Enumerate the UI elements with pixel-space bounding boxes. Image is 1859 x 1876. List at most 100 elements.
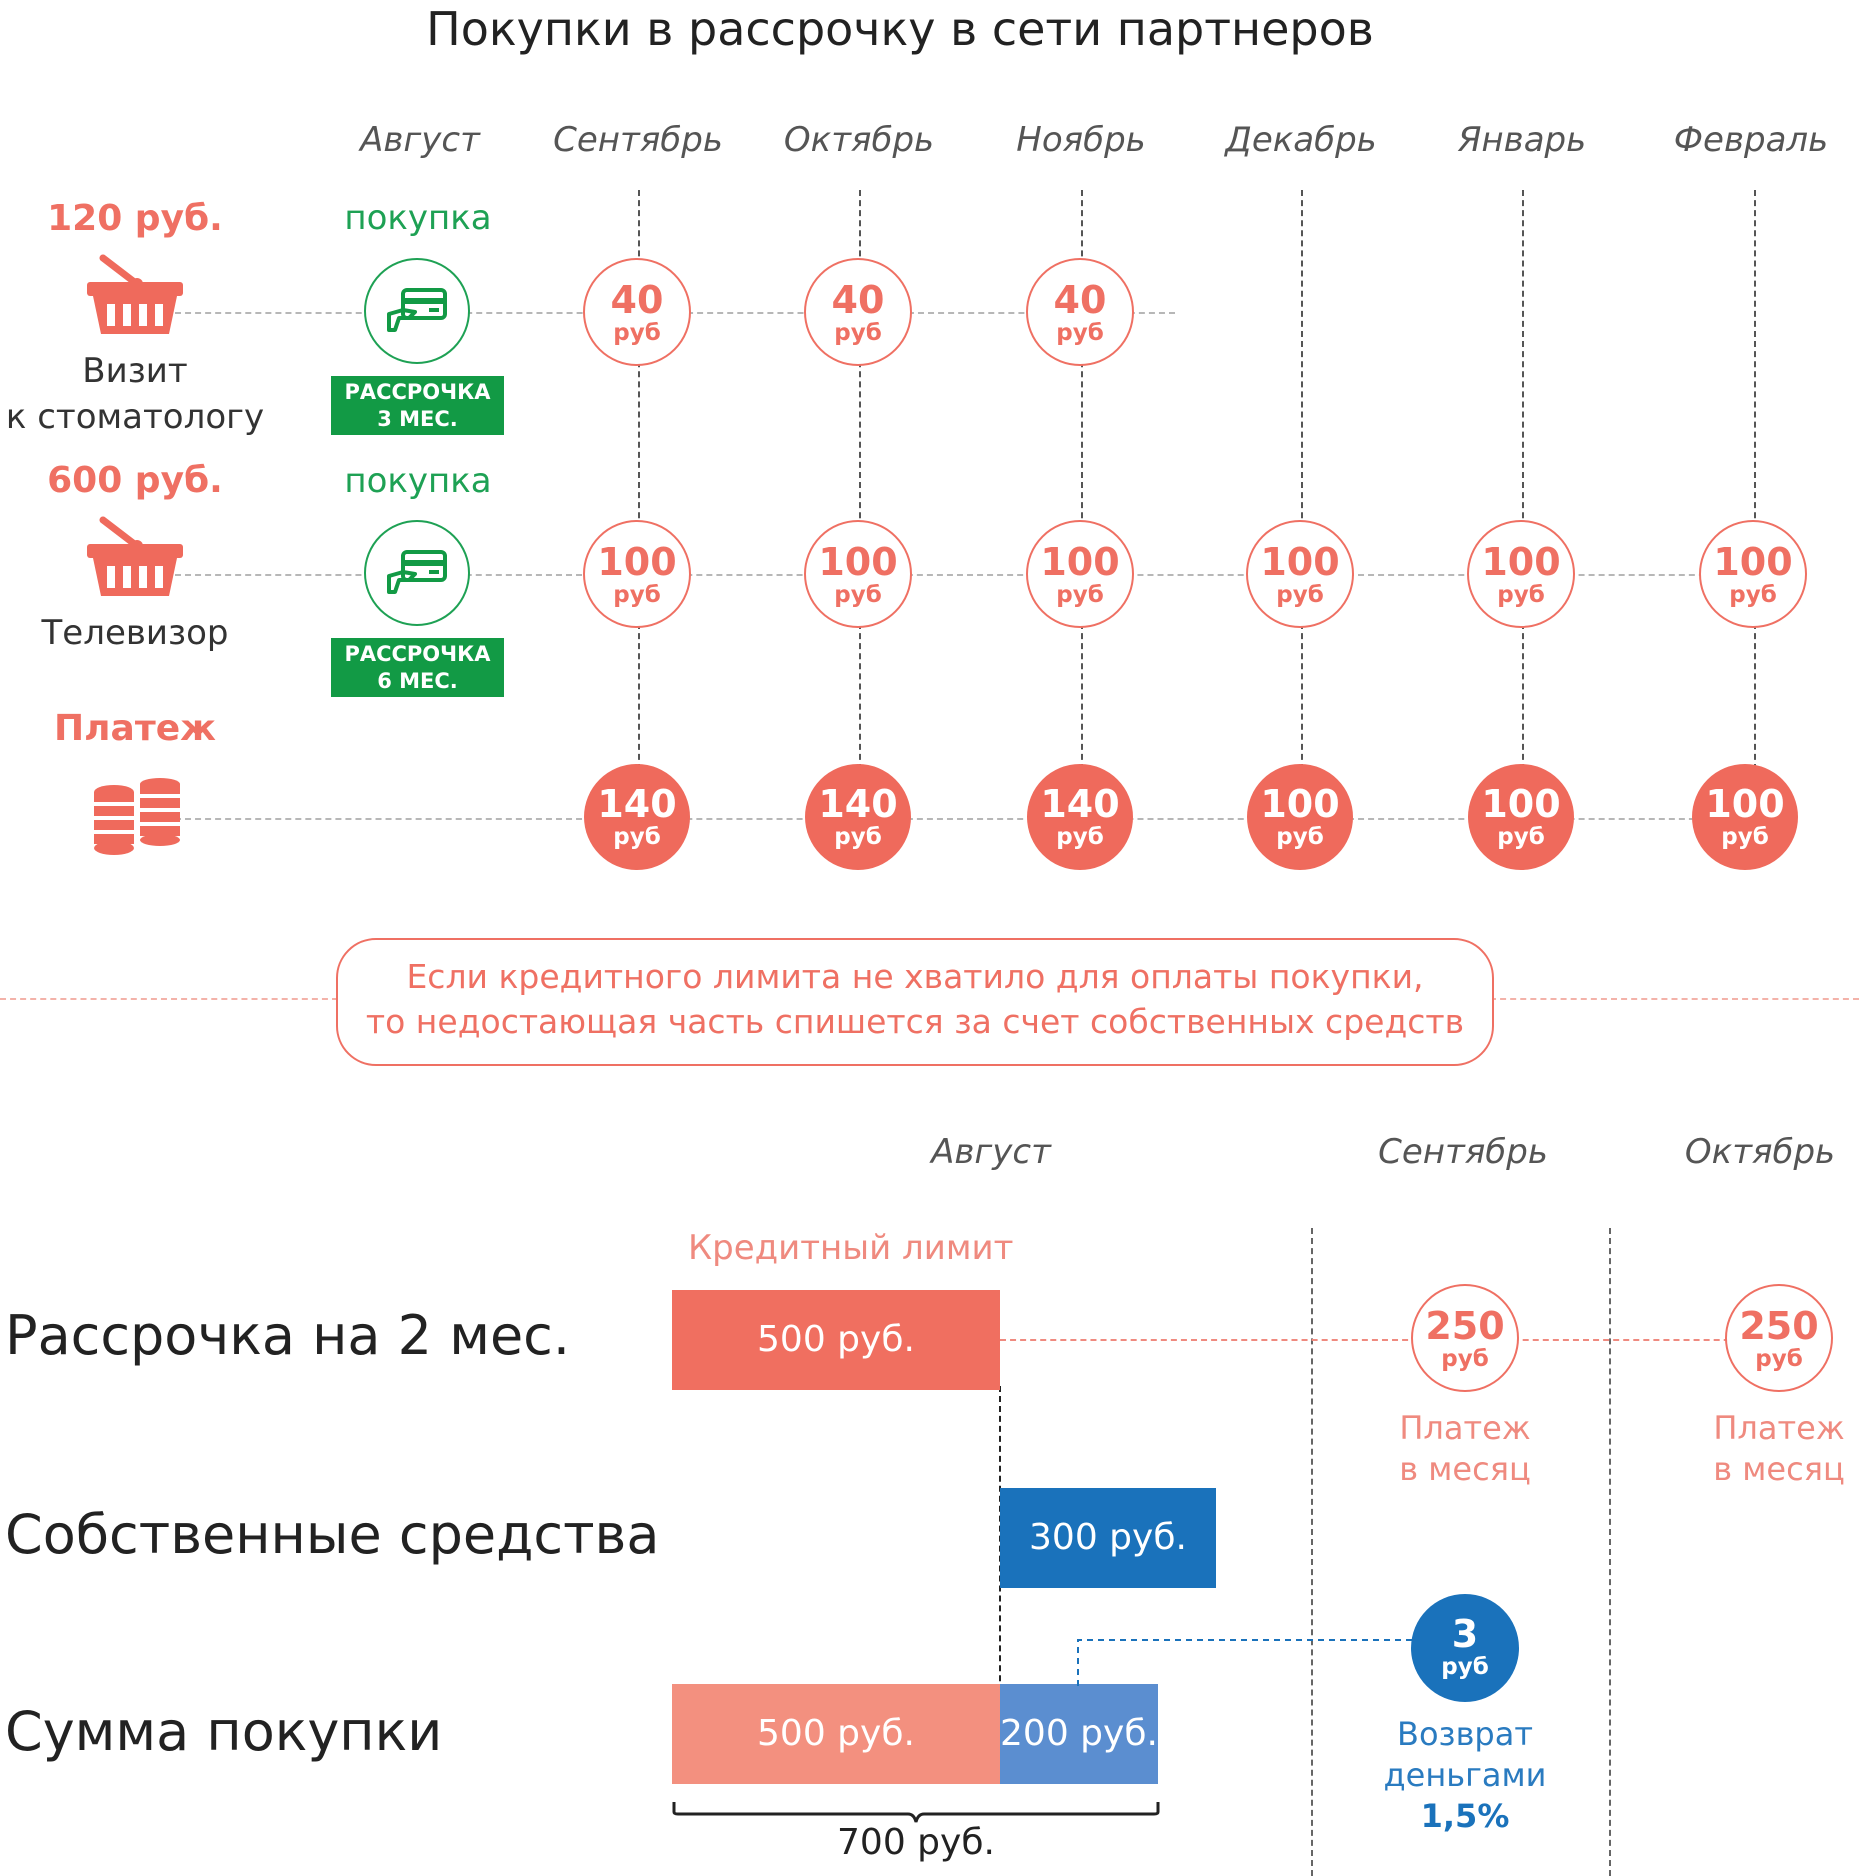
row-guide-payment [175, 818, 1735, 820]
row-label-purchase-sum: Сумма покупки [5, 1700, 443, 1763]
credit-limit-note: Если кредитного лимита не хватило для оп… [336, 938, 1494, 1066]
installment-bar-label: 500 руб. [757, 1319, 915, 1360]
dentist-payment-oct: 40 руб [804, 258, 912, 366]
cashback-caption-line2: деньгами [1383, 1756, 1547, 1794]
row-label-installment: Рассрочка на 2 мес. [5, 1304, 571, 1367]
tv-payment-nov: 100 руб [1026, 520, 1134, 628]
month-header-january: Январь [1457, 120, 1587, 160]
payment-value: 140 [1040, 782, 1120, 826]
payment-value: 100 [1481, 782, 1561, 826]
col-guide-feb [1754, 190, 1756, 770]
payment-value: 140 [597, 782, 677, 826]
dentist-purchase-word: покупка [344, 198, 492, 238]
tv-payment-oct: 100 руб [804, 520, 912, 628]
month-header-october: Октябрь [783, 120, 935, 160]
payment-unit: руб [834, 824, 882, 850]
month-header-december: Декабрь [1225, 120, 1377, 160]
lower-month-august: Август [931, 1132, 1051, 1172]
tv-badge-line2: 6 МЕС. [377, 669, 458, 693]
payment-unit: руб [1755, 1346, 1803, 1372]
payment-unit: руб [1276, 582, 1324, 608]
sum-bar-credit-label: 500 руб. [757, 1713, 915, 1754]
credit-limit-label: Кредитный лимит [688, 1228, 1014, 1268]
note-divider-right [1490, 998, 1859, 1000]
payment-unit: руб [1729, 582, 1777, 608]
payment-unit: руб [1056, 320, 1104, 346]
monthly-payment-sep-caption: Платеж в месяц [1365, 1408, 1565, 1490]
dentist-label: Визит к стоматологу [0, 348, 285, 440]
sum-bar-own: 200 руб. [1000, 1684, 1158, 1784]
dentist-payment-nov: 40 руб [1026, 258, 1134, 366]
basket-icon [87, 254, 183, 334]
total-payment-jan: 100 руб [1468, 764, 1574, 870]
cashback-connector [1077, 1639, 1412, 1686]
payment-unit: руб [1276, 824, 1324, 850]
cashback-unit: руб [1441, 1654, 1489, 1680]
lower-col-guide-oct [1609, 1228, 1611, 1876]
caption-line1: Платеж [1713, 1409, 1845, 1447]
monthly-payment-oct: 250 руб [1725, 1284, 1833, 1392]
sum-bar-credit: 500 руб. [672, 1684, 1000, 1784]
cashback-caption: Возврат деньгами 1,5% [1355, 1714, 1575, 1837]
col-guide-dec [1301, 190, 1303, 770]
note-divider-left [0, 998, 338, 1000]
total-payment-nov: 140 руб [1027, 764, 1133, 870]
payment-unit: руб [613, 320, 661, 346]
cashback-circle: 3 руб [1411, 1594, 1519, 1702]
tv-label: Телевизор [0, 610, 285, 656]
payment-unit: руб [834, 582, 882, 608]
sum-bar-own-label: 200 руб. [1000, 1713, 1158, 1754]
page-title: Покупки в рассрочку в сети партнеров [426, 2, 1374, 56]
total-brace [672, 1802, 1160, 1823]
payment-value: 100 [1705, 782, 1785, 826]
lower-col-guide-sep [1311, 1228, 1313, 1876]
dentist-label-line1: Визит [82, 351, 188, 391]
col-guide-oct [859, 190, 861, 770]
tv-payment-sep: 100 руб [583, 520, 691, 628]
tv-badge-line1: РАССРОЧКА [344, 642, 491, 666]
own-funds-bar: 300 руб. [1000, 1488, 1216, 1588]
month-header-september: Сентябрь [553, 120, 723, 160]
lower-month-october: Октябрь [1684, 1132, 1836, 1172]
row-label-own-funds: Собственные средства [5, 1503, 660, 1566]
month-header-august: Август [360, 120, 480, 160]
payment-value: 40 [610, 278, 664, 322]
month-header-november: Ноябрь [1016, 120, 1146, 160]
cashback-value: 3 [1451, 1612, 1479, 1656]
lower-month-september: Сентябрь [1378, 1132, 1548, 1172]
dentist-label-line2: к стоматологу [5, 397, 265, 437]
total-payment-dec: 100 руб [1247, 764, 1353, 870]
dentist-purchase-circle [364, 258, 470, 364]
dentist-price: 120 руб. [47, 198, 223, 239]
tv-purchase-word: покупка [344, 461, 492, 501]
payment-unit: руб [1497, 582, 1545, 608]
caption-line2: в месяц [1713, 1450, 1845, 1488]
payment-unit: руб [613, 824, 661, 850]
tv-payment-feb: 100 руб [1699, 520, 1807, 628]
card-payment-icon [387, 288, 447, 332]
dentist-badge-line1: РАССРОЧКА [344, 380, 491, 404]
card-payment-icon [387, 550, 447, 594]
payment-unit: руб [1721, 824, 1769, 850]
tv-payment-jan: 100 руб [1467, 520, 1575, 628]
total-amount: 700 руб. [837, 1822, 995, 1863]
monthly-payment-oct-caption: Платеж в месяц [1679, 1408, 1859, 1490]
tv-purchase-circle [364, 520, 470, 626]
payment-value: 40 [1053, 278, 1107, 322]
payment-value: 250 [1739, 1304, 1819, 1348]
payment-value: 100 [1260, 782, 1340, 826]
col-guide-jan [1522, 190, 1524, 770]
dentist-badge-line2: 3 МЕС. [377, 407, 458, 431]
payment-value: 40 [831, 278, 885, 322]
payment-unit: руб [1441, 1346, 1489, 1372]
payment-unit: руб [613, 582, 661, 608]
tv-label-line1: Телевизор [41, 613, 229, 653]
payment-value: 100 [597, 540, 677, 584]
payment-value: 100 [818, 540, 898, 584]
installment-guide [1000, 1339, 1780, 1341]
tv-payment-dec: 100 руб [1246, 520, 1354, 628]
row-guide-tv [175, 574, 1755, 576]
caption-line2: в месяц [1399, 1450, 1531, 1488]
dentist-installment-badge: РАССРОЧКА 3 МЕС. [331, 376, 504, 435]
